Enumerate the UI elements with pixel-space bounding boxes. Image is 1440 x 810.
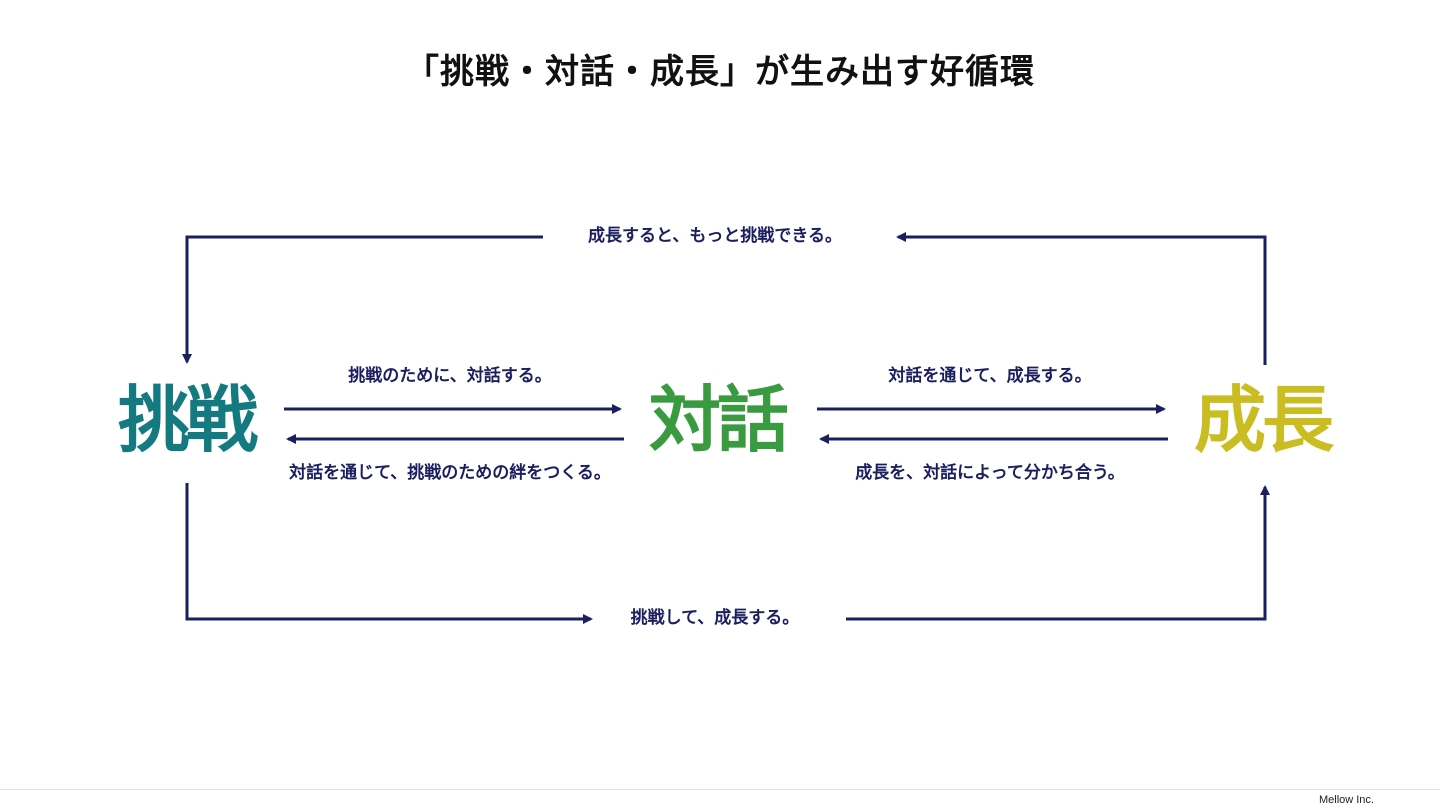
- node-growth: 成長: [1193, 378, 1334, 462]
- label-challenge-to-dialogue: 挑戦のために、対話する。: [348, 366, 552, 386]
- label-challenge-to-growth: 挑戦して、成長する。: [630, 608, 800, 628]
- label-dialogue-to-challenge: 対話を通じて、挑戦のための絆をつくる。: [289, 463, 611, 483]
- arrow-growth-to-challenge-left: [182, 235, 543, 364]
- node-challenge: 挑戦: [117, 378, 258, 462]
- label-growth-to-challenge: 成長すると、もっと挑戦できる。: [588, 226, 842, 246]
- node-dialogue: 対話: [648, 378, 789, 462]
- arrow-challenge-to-growth-left: [185, 483, 593, 624]
- diagram-title: 「挑戦・対話・成長」が生み出す好循環: [405, 52, 1035, 92]
- arrow-challenge-to-growth-right: [846, 485, 1270, 621]
- footer-divider: [0, 789, 1440, 790]
- arrow-growth-to-challenge-right: [896, 232, 1267, 365]
- footer-company-name: Mellow Inc.: [1318, 794, 1374, 806]
- label-growth-to-dialogue: 成長を、対話によって分かち合う。: [855, 463, 1125, 483]
- label-dialogue-to-growth: 対話を通じて、成長する。: [888, 366, 1092, 386]
